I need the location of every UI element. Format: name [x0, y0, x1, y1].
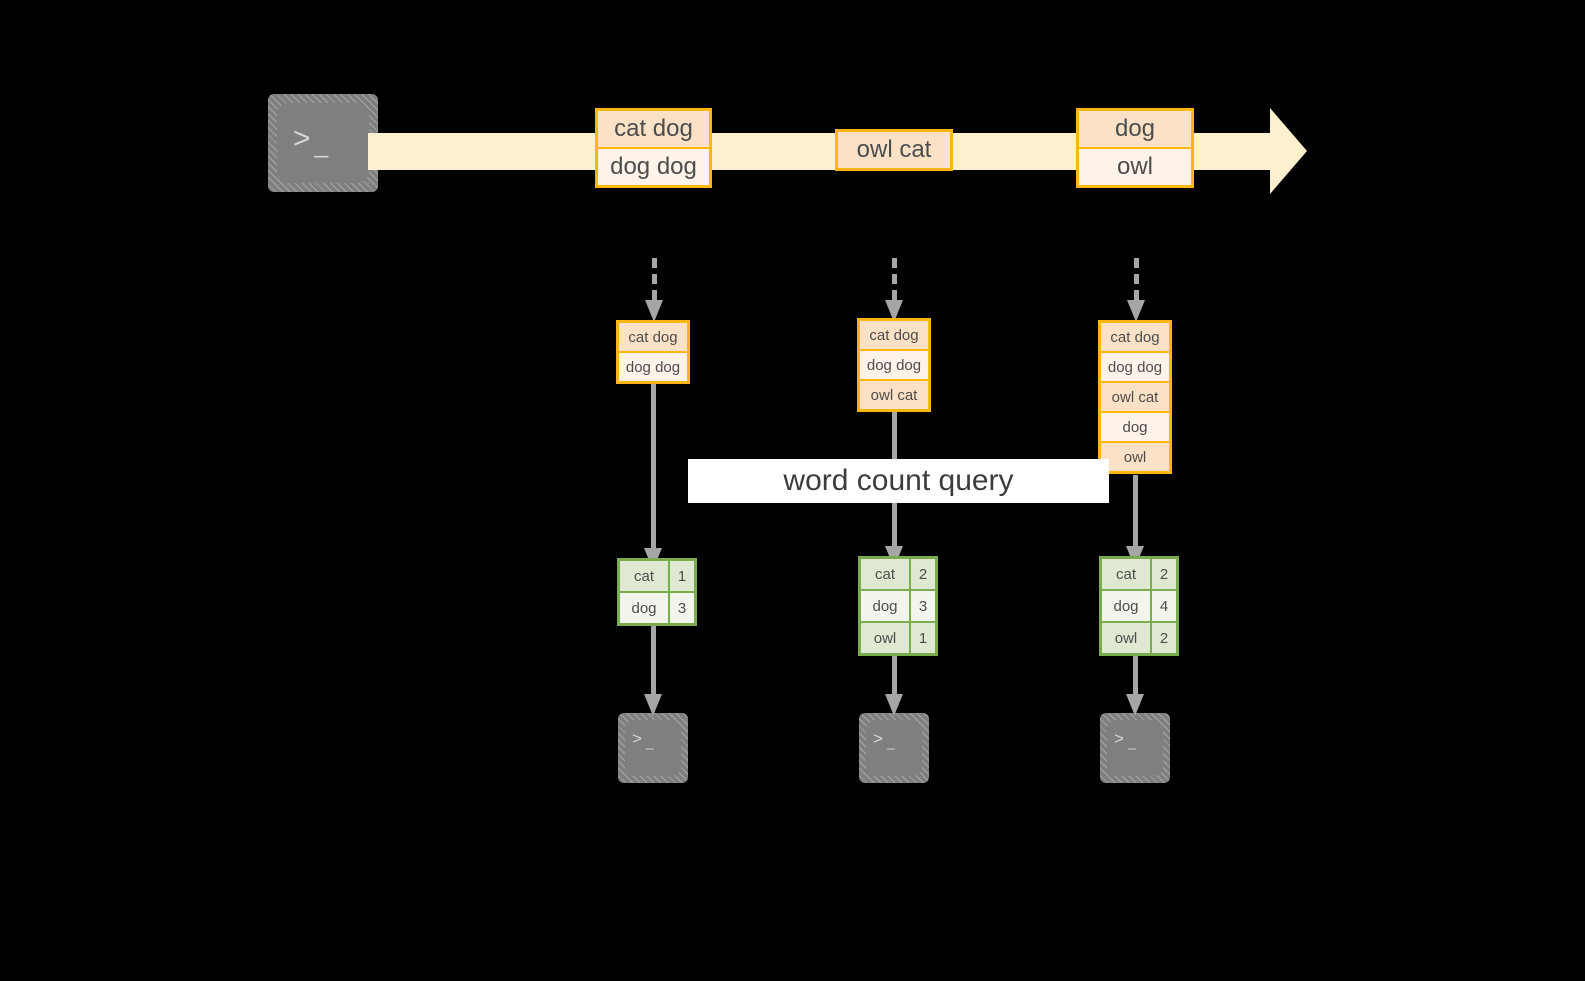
sink-terminal-icon-3: >_ — [1100, 713, 1170, 783]
result-count: 3 — [909, 591, 935, 621]
result-count: 2 — [1150, 623, 1176, 653]
stream-batch-1: cat dog dog dog — [595, 108, 712, 188]
connector-arrowhead — [885, 300, 903, 322]
result-row: cat 2 — [861, 559, 935, 589]
connector-arrowhead — [644, 694, 662, 716]
stream-batch-line: owl cat — [838, 132, 950, 168]
stream-batch-line: dog — [1079, 111, 1191, 147]
input-row: cat dog — [1101, 323, 1169, 351]
connector-line — [1134, 258, 1139, 300]
result-word: owl — [861, 623, 909, 653]
input-row: cat dog — [860, 321, 928, 349]
result-count: 3 — [668, 593, 694, 623]
result-row: cat 2 — [1102, 559, 1176, 589]
terminal-prompt-glyph: >_ — [293, 122, 330, 159]
connector-line — [651, 622, 656, 694]
result-word: cat — [620, 561, 668, 591]
terminal-prompt-glyph: >_ — [873, 729, 896, 750]
input-row: cat dog — [619, 323, 687, 351]
result-word: dog — [861, 591, 909, 621]
source-terminal-icon: >_ — [268, 94, 378, 192]
query-label-band: word count query — [688, 459, 1109, 503]
terminal-screen — [277, 103, 369, 183]
connector-line — [651, 384, 656, 548]
result-table-2: cat 2 dog 3 owl 1 — [858, 556, 938, 656]
result-table-3: cat 2 dog 4 owl 2 — [1099, 556, 1179, 656]
query-label-text: word count query — [783, 464, 1014, 497]
connector-line — [892, 258, 897, 300]
connector-line — [892, 652, 897, 694]
stream-arrow-head — [1270, 108, 1307, 194]
result-row: owl 1 — [861, 621, 935, 653]
result-count: 1 — [668, 561, 694, 591]
result-word: dog — [620, 593, 668, 623]
input-row: dog dog — [619, 351, 687, 381]
input-row: dog dog — [1101, 351, 1169, 381]
input-table-2: cat dog dog dog owl cat — [857, 318, 931, 412]
terminal-prompt-glyph: >_ — [632, 729, 655, 750]
result-word: dog — [1102, 591, 1150, 621]
stream-batch-line: dog dog — [598, 147, 709, 185]
connector-arrowhead — [1126, 694, 1144, 716]
terminal-screen — [866, 720, 922, 776]
result-count: 2 — [909, 559, 935, 589]
sink-terminal-icon-1: >_ — [618, 713, 688, 783]
result-count: 2 — [1150, 559, 1176, 589]
sink-terminal-icon-2: >_ — [859, 713, 929, 783]
result-table-1: cat 1 dog 3 — [617, 558, 697, 626]
result-row: dog 3 — [620, 591, 694, 623]
connector-arrowhead — [1127, 300, 1145, 322]
connector-arrowhead — [885, 694, 903, 716]
input-row: owl cat — [860, 379, 928, 409]
result-word: cat — [1102, 559, 1150, 589]
input-table-3: cat dog dog dog owl cat dog owl — [1098, 320, 1172, 474]
connector-line — [652, 258, 657, 300]
stream-batch-line: cat dog — [598, 111, 709, 147]
stream-batch-line: owl — [1079, 147, 1191, 185]
stream-batch-3: dog owl — [1076, 108, 1194, 188]
result-count: 1 — [909, 623, 935, 653]
input-table-1: cat dog dog dog — [616, 320, 690, 384]
result-row: dog 4 — [1102, 589, 1176, 621]
result-word: owl — [1102, 623, 1150, 653]
stream-batch-2: owl cat — [835, 129, 953, 171]
terminal-screen — [1107, 720, 1163, 776]
input-row: dog dog — [860, 349, 928, 379]
input-row: dog — [1101, 411, 1169, 441]
connector-line — [1133, 475, 1138, 546]
input-row: owl — [1101, 441, 1169, 471]
result-word: cat — [861, 559, 909, 589]
terminal-prompt-glyph: >_ — [1114, 729, 1137, 750]
result-row: owl 2 — [1102, 621, 1176, 653]
input-row: owl cat — [1101, 381, 1169, 411]
result-row: cat 1 — [620, 561, 694, 591]
result-count: 4 — [1150, 591, 1176, 621]
connector-line — [1133, 652, 1138, 694]
terminal-screen — [625, 720, 681, 776]
connector-arrowhead — [645, 300, 663, 322]
result-row: dog 3 — [861, 589, 935, 621]
